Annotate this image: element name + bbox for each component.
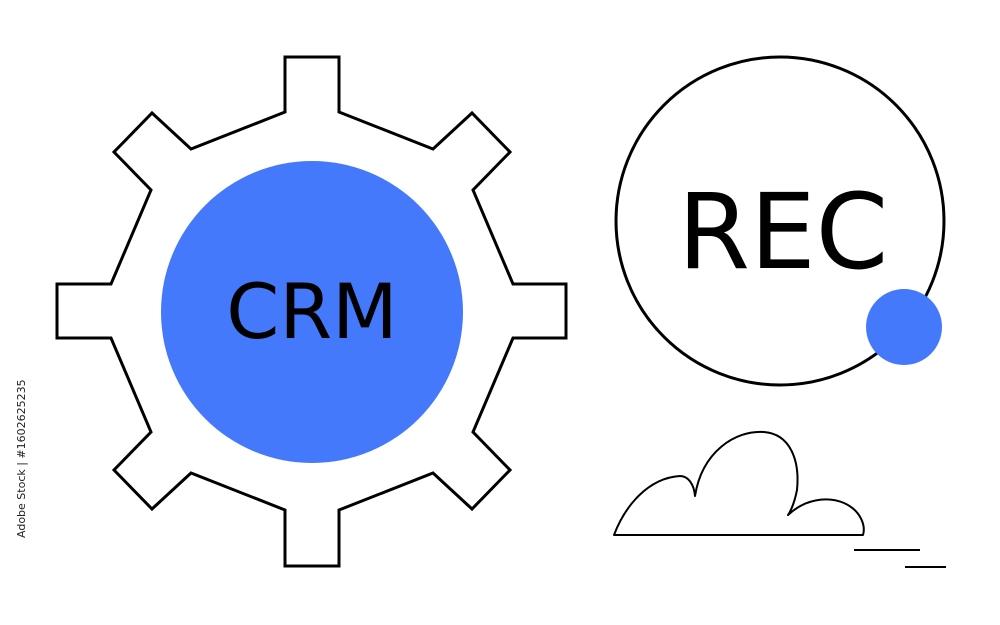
record-indicator-icon [866, 289, 942, 365]
record-badge: REC [614, 55, 946, 387]
gear-icon: CRM [55, 55, 568, 568]
gear-center-circle [161, 161, 463, 463]
rec-label: REC [678, 171, 889, 293]
cloud-icon [613, 430, 865, 536]
record-badge-outline [614, 55, 946, 387]
stock-id-text: Adobe Stock | #1602625235 [15, 380, 28, 538]
stock-id-watermark: Adobe Stock | #1602625235 [15, 380, 28, 538]
motion-lines-icon [854, 549, 946, 568]
crm-label: CRM [226, 267, 397, 356]
